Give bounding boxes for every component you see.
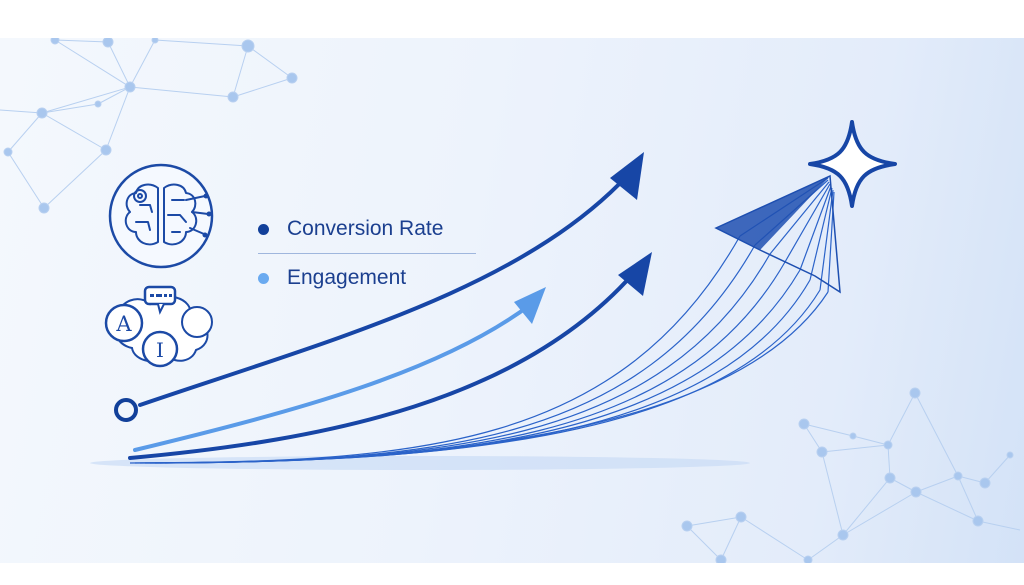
ai-bubble-right [181, 306, 213, 338]
legend-item-engagement: Engagement [258, 266, 406, 290]
arrow-engagement-line [133, 303, 532, 452]
ai-bubble-bottom [141, 330, 179, 368]
legend-label-conversion-rate: Conversion Rate [287, 217, 444, 240]
legend-marker-conversion-rate [258, 223, 269, 235]
start-ring-icon [114, 398, 138, 422]
legend-label-engagement: Engagement [287, 266, 407, 289]
ai-bubble-bottom-letter: I [156, 338, 164, 362]
network-bottom-right [681, 387, 1021, 566]
legend-divider [258, 253, 476, 254]
ai-bubble-left-letter: A [115, 312, 132, 336]
arrow-growth-head [618, 252, 652, 296]
arrow-growth-line [128, 273, 634, 460]
four-point-star-icon [808, 120, 897, 208]
arrow-engagement-head [514, 287, 546, 324]
legend-marker-engagement [258, 272, 269, 284]
arrow-conversion-line [138, 173, 630, 407]
legend-item-conversion-rate: Conversion Rate [258, 217, 443, 241]
arrow-conversion-head [610, 152, 644, 200]
network-top-left [0, 35, 298, 214]
fan-arrow-head-fill [716, 176, 830, 250]
ai-bubble-left [104, 303, 144, 343]
floor-glow [90, 456, 750, 470]
